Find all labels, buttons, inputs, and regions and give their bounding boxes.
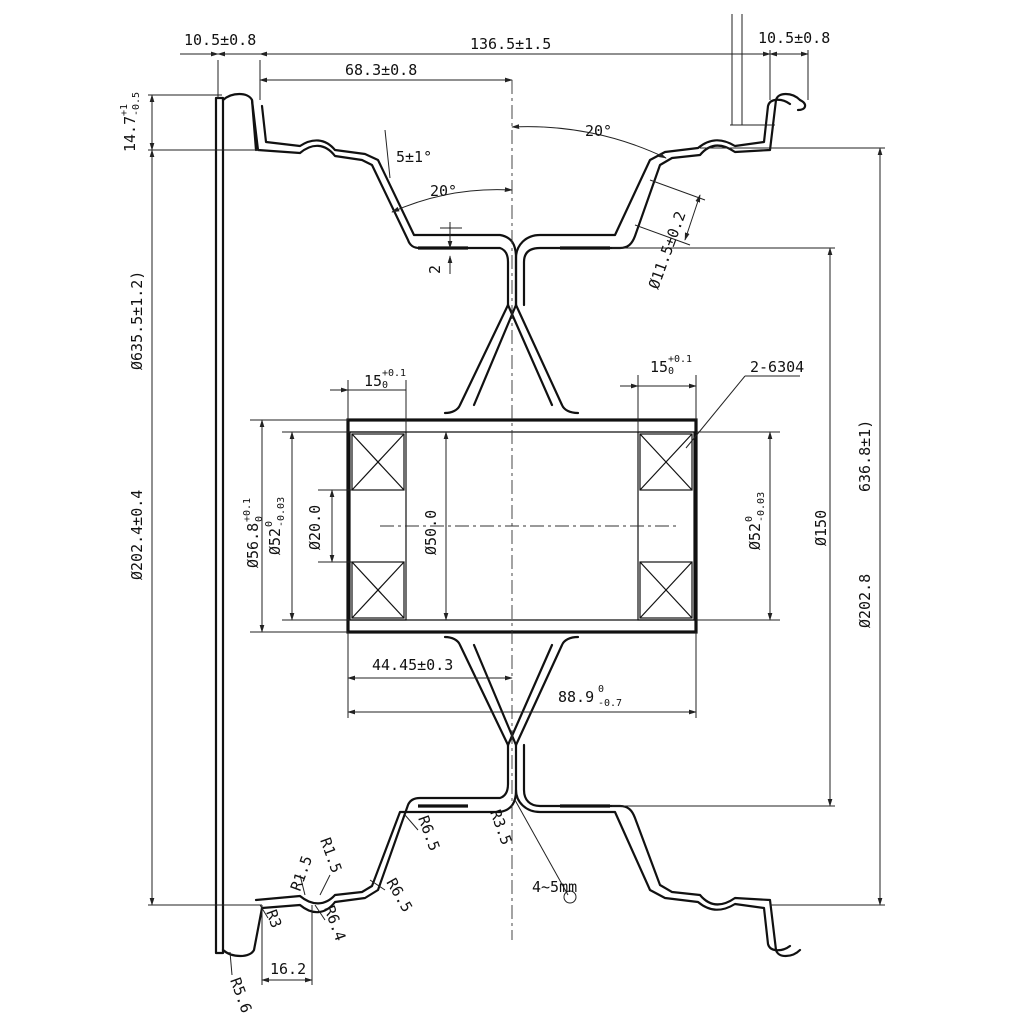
- dim-well-diameter: Ø202.4±0.4: [128, 490, 146, 580]
- svg-text:+0.1: +0.1: [242, 498, 253, 522]
- svg-text:0: 0: [382, 380, 388, 391]
- dim-shaft-diameter: Ø20.0: [306, 505, 324, 550]
- dim-hub-outer-diameter: Ø56.8 +0.1 0: [242, 498, 265, 568]
- svg-text:-0.7: -0.7: [598, 698, 622, 709]
- radius-center: R3.5: [486, 807, 515, 847]
- svg-text:14.7: 14.7: [121, 116, 139, 152]
- hub-assembly: [346, 418, 698, 634]
- svg-text:0: 0: [744, 516, 755, 522]
- svg-text:15: 15: [650, 358, 668, 376]
- svg-text:+0.1: +0.1: [382, 368, 406, 379]
- dim-flange-height: 14.7 +1 -0.5: [119, 92, 142, 152]
- spokes: [443, 303, 580, 747]
- dim-rim-diameter: 636.8±1): [856, 420, 874, 492]
- dim-weld: 4~5mm: [532, 878, 577, 896]
- svg-text:0: 0: [264, 521, 275, 527]
- dim-bearing-width-right: 15 +0.1 0: [650, 354, 692, 377]
- dim-half-width: 68.3±0.8: [345, 61, 417, 79]
- bearing-left: [349, 431, 407, 621]
- svg-text:Ø52: Ø52: [266, 528, 284, 555]
- dim-bearing-width-left: 15 +0.1 0: [364, 368, 406, 391]
- svg-text:Ø56.8: Ø56.8: [244, 523, 262, 568]
- dim-offset: 44.45±0.3: [372, 656, 453, 674]
- bearing-spec: 2-6304: [750, 358, 804, 376]
- dim-valve-hole: Ø11.5±0.2: [645, 209, 690, 292]
- angle-upper-left: 20°: [430, 182, 457, 200]
- radius-seat: R6.4: [320, 903, 349, 943]
- dim-lip-length: 16.2: [270, 960, 306, 978]
- rim-lower-profile: [254, 743, 802, 958]
- dim-disc-diameter: Ø202.8: [856, 574, 874, 628]
- dim-bead-diameter: Ø635.5±1.2): [128, 271, 146, 370]
- dim-flange-right: 10.5±0.8: [758, 29, 830, 47]
- dim-seat-diameter-left: Ø52 0 -0.03: [264, 497, 287, 555]
- svg-text:15: 15: [364, 372, 382, 390]
- dim-hub-length: 88.9 0 -0.7: [558, 684, 622, 709]
- svg-text:0: 0: [598, 684, 604, 695]
- dim-tube-diameter: Ø50.0: [422, 510, 440, 555]
- bearing-right: [637, 431, 695, 621]
- svg-text:-0.5: -0.5: [131, 92, 142, 116]
- svg-text:0: 0: [668, 366, 674, 377]
- dim-rib-height: 2: [426, 265, 444, 274]
- dimension-labels: 10.5±0.8 136.5±1.5 10.5±0.8 68.3±0.8 20°…: [119, 29, 874, 1015]
- svg-text:88.9: 88.9: [558, 688, 594, 706]
- radius-bead-2: R1.5: [316, 835, 345, 875]
- radius-heel: R3: [262, 907, 285, 930]
- dim-bolt-circle: Ø150: [812, 510, 830, 546]
- dim-seat-diameter-right: Ø52 0 -0.03: [744, 492, 767, 550]
- radius-lower-fillet: R6.5: [414, 813, 443, 853]
- radius-flank: R6.5: [383, 875, 417, 915]
- dim-flange-left: 10.5±0.8: [184, 31, 256, 49]
- svg-text:Ø52: Ø52: [746, 523, 764, 550]
- dimension-lines: [148, 14, 885, 985]
- svg-text:-0.03: -0.03: [276, 497, 287, 527]
- center-lines: [380, 80, 680, 940]
- angle-flank: 5±1°: [396, 148, 432, 166]
- svg-text:-0.03: -0.03: [756, 492, 767, 522]
- svg-text:+1: +1: [119, 104, 130, 116]
- rim-upper-profile: [250, 92, 807, 307]
- svg-text:0: 0: [254, 516, 265, 522]
- angle-upper-right: 20°: [585, 122, 612, 140]
- dim-overall-width: 136.5±1.5: [470, 35, 551, 53]
- radius-bead-1: R1.5: [287, 853, 316, 893]
- radius-toe: R5.6: [226, 975, 255, 1015]
- svg-text:+0.1: +0.1: [668, 354, 692, 365]
